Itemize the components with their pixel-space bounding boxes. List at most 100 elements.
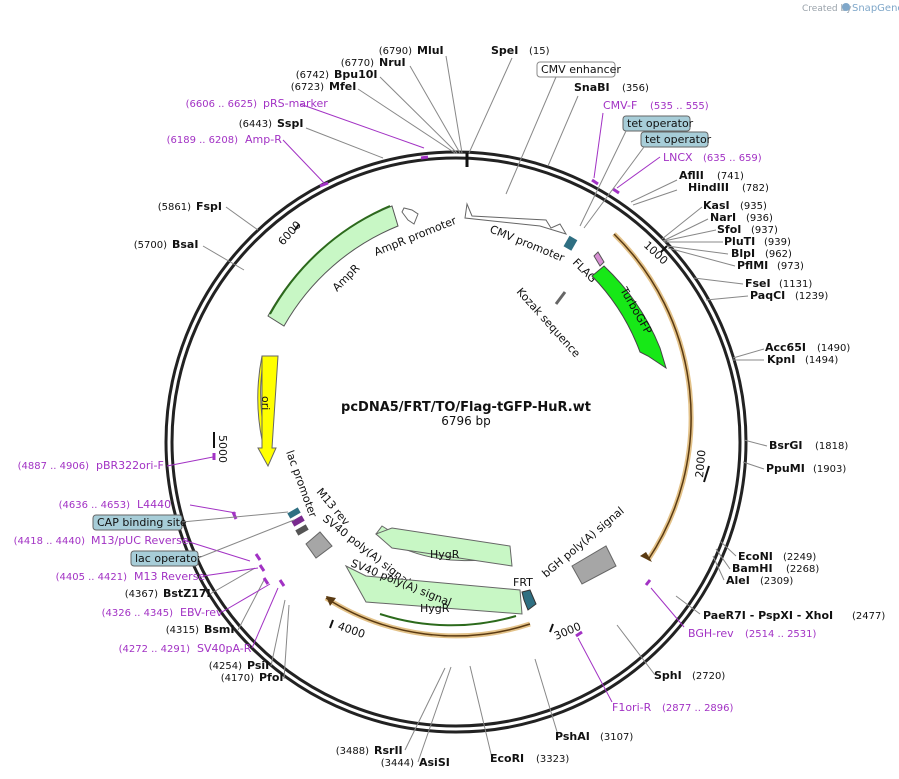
site-sfoi: SfoI (717, 223, 741, 236)
site-fspi: FspI (196, 200, 222, 213)
primer-ebv-rev: EBV-rev (180, 606, 223, 619)
site-sspi: SspI (277, 117, 303, 130)
ampr-label: AmpR (330, 261, 363, 294)
snapgene-logo-icon (842, 3, 850, 11)
tet-operator-block (563, 235, 578, 251)
site-pos-nrui: (6770) (341, 58, 374, 69)
primer-m13-reverse: M13 Reverse (134, 570, 205, 583)
site-kpni: KpnI (767, 353, 795, 366)
site-pos-bstz17i: (4367) (125, 589, 158, 600)
site-pos-kpni: (1494) (805, 355, 838, 366)
site-pos-rsrii: (3488) (336, 746, 369, 757)
tick-marks: 1000 2000 3000 4000 5000 6000 (213, 219, 710, 643)
site-pos-mfei: (6723) (291, 82, 324, 93)
site-pos-alei: (2309) (760, 576, 793, 587)
tet-operator-label-2: tet operator (645, 133, 712, 146)
site-rsrii: RsrII (374, 744, 403, 757)
site-fsei: FseI (745, 277, 771, 290)
primer-sv40pa-r: SV40pA-R (197, 642, 252, 655)
primer-pos-m13-puc-reverse: (4418 .. 4440) (14, 536, 86, 547)
site-pos-fsei: (1131) (779, 279, 812, 290)
ampr-arrow (267, 205, 399, 327)
tick-6000: 6000 (276, 219, 304, 249)
site-pos-bsrgi: (1818) (815, 441, 848, 452)
site-pos-pfoi: (4170) (221, 673, 254, 684)
primer-pbr322ori-f: pBR322ori-F (96, 459, 164, 472)
tick-2000: 2000 (693, 449, 708, 478)
site-pos-pshai: (3107) (600, 732, 633, 743)
lac-operator-label: lac operator (135, 552, 202, 565)
tet-operator-label-1: tet operator (627, 117, 694, 130)
turbogfp-arrow (591, 265, 667, 370)
primer-l4440: L4440 (137, 498, 171, 511)
site-pos-sphi: (2720) (692, 671, 725, 682)
primer-pos-cmv-f: (535 .. 555) (650, 101, 709, 112)
hygr-lower-label: HygR (420, 602, 450, 615)
primer-pos-sv40pa-r: (4272 .. 4291) (119, 644, 191, 655)
lac-operator-block (291, 515, 305, 527)
snapgene-credit: Created by SnapGene (802, 3, 899, 14)
site-pos-bsmi: (4315) (166, 625, 199, 636)
site-pos-econi: (2249) (783, 552, 816, 563)
cap-site-block (287, 507, 301, 519)
primer-bgh-rev: BGH-rev (688, 627, 734, 640)
site-pos-sfoi: (937) (751, 225, 778, 236)
cmv-promoter-arrow (464, 202, 568, 235)
site-bsai: BsaI (172, 238, 198, 251)
plasmid-name: pcDNA5/FRT/TO/Flag-tGFP-HuR.wt (341, 400, 591, 415)
site-nrui: NruI (379, 56, 406, 69)
site-pos-pluti: (939) (764, 237, 791, 248)
kozak-label: Kozak sequence (514, 285, 583, 360)
primer-pos-l4440: (4636 .. 4653) (59, 500, 131, 511)
site-pos-pflmi: (973) (777, 261, 804, 272)
primer-cmv-f: CMV-F (603, 99, 637, 112)
flag-marker (593, 251, 605, 267)
site-bsrgi: BsrGI (769, 439, 802, 452)
site-pos-xhoi: (2477) (852, 611, 885, 622)
site-pos-bpu10i: (6742) (296, 70, 329, 81)
primer-m13-puc-reverse: M13/pUC Reverse (91, 534, 189, 547)
site-pos-paqci: (1239) (795, 291, 828, 302)
sv40-polya-block-upper (305, 531, 333, 559)
site-pos-ppumi: (1903) (813, 464, 846, 475)
site-bamhi: BamHI (732, 562, 773, 575)
site-nari: NarI (710, 211, 736, 224)
primer-pos-m13-reverse: (4405 .. 4421) (56, 572, 128, 583)
primer-pos-amp-r: (6189 .. 6208) (167, 135, 239, 146)
site-pos-hindiii: (782) (742, 183, 769, 194)
primer-pos-prs-marker: (6606 .. 6625) (186, 99, 258, 110)
primer-pos-pbr322ori-f: (4887 .. 4906) (18, 461, 90, 472)
primer-labels: (6606 .. 6625) pRS-marker (6189 .. 6208)… (14, 97, 817, 714)
site-pos-psii: (4254) (209, 661, 242, 672)
site-pos-asisi: (3444) (381, 758, 414, 769)
credit-brand: SnapGene (852, 3, 899, 14)
site-aflii: AflII (679, 169, 704, 182)
site-bpu10i: Bpu10I (334, 68, 378, 81)
site-blpi: BlpI (731, 247, 755, 260)
primer-pos-ebv-rev: (4326 .. 4345) (102, 608, 174, 619)
ampr-promoter-arrow (401, 207, 419, 225)
site-psii: PsiI (247, 659, 269, 672)
site-alei: AleI (726, 574, 750, 587)
cap-binding-site-label: CAP binding site (97, 516, 187, 529)
orf-line-right (613, 233, 692, 561)
site-ppumi: PpuMI (766, 462, 805, 475)
primer-pos-lncx: (635 .. 659) (703, 153, 762, 164)
site-pluti: PluTI (724, 235, 755, 248)
frt-label: FRT (513, 576, 533, 589)
site-pfoi: PfoI (259, 671, 284, 684)
site-pos-blpi: (962) (765, 249, 792, 260)
site-pflmi: PflMI (737, 259, 768, 272)
lac-promoter-label: lac promoter (283, 449, 319, 520)
site-mlui: MluI (417, 44, 444, 57)
restriction-site-labels: (6790) MluI (6770) NruI (6742) Bpu10I (6… (125, 44, 886, 769)
site-acc65i: Acc65I (765, 341, 806, 354)
site-spei: SpeI (491, 44, 518, 57)
primer-amp-r: Amp-R (245, 133, 282, 146)
site-pos-spei: (15) (529, 46, 550, 57)
site-pos-aflii: (741) (717, 171, 744, 182)
cmv-enhancer-label: CMV enhancer (541, 63, 621, 76)
hygr-upper-label: HygR (430, 548, 460, 561)
site-pos-mlui: (6790) (379, 46, 412, 57)
frt-marker (521, 589, 537, 611)
